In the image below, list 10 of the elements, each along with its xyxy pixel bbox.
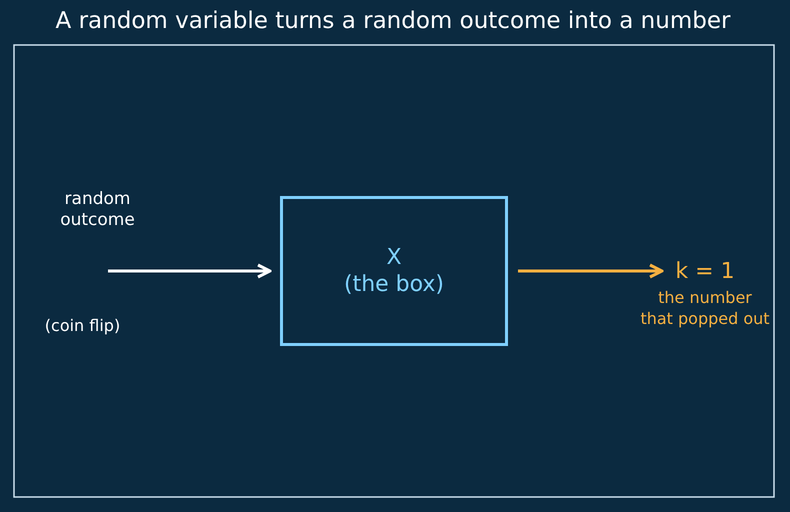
process-box bbox=[280, 196, 508, 346]
note-text: (coin flip) bbox=[44, 316, 122, 335]
diagram-title: A random variable turns a random outcome into a number bbox=[54, 8, 732, 34]
box-heading: X bbox=[386, 244, 402, 271]
arrow bbox=[108, 264, 272, 278]
arrow bbox=[518, 264, 664, 278]
caption-text: the number that popped out bbox=[640, 288, 770, 330]
node-label: random outcome bbox=[59, 188, 136, 232]
node-label: k = 1 bbox=[675, 258, 735, 286]
box-subtitle: (the box) bbox=[344, 271, 444, 298]
